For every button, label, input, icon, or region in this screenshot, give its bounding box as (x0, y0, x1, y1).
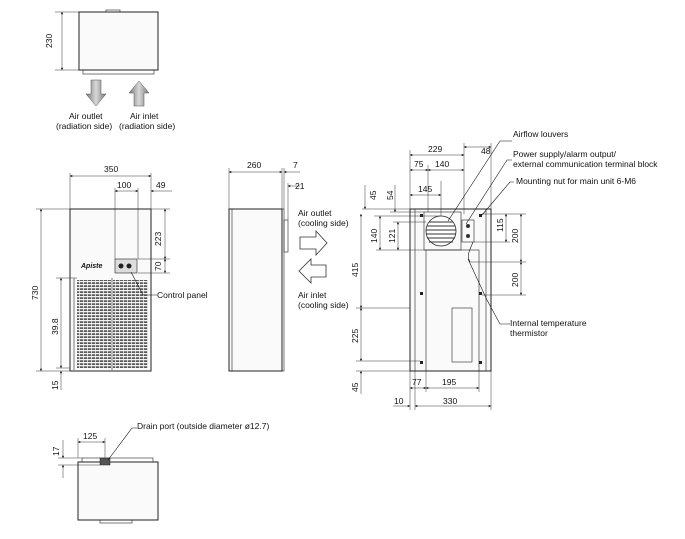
side-inlet-label: Air inlet (298, 290, 327, 300)
top-inlet-label: Air inlet (130, 111, 159, 121)
dim-54: 54 (385, 190, 395, 200)
cooling-inlet-arrow-icon (298, 258, 327, 284)
dim-330: 330 (443, 396, 457, 406)
air-inlet-arrow-icon (128, 80, 150, 107)
bottom-view: 125 17 Drain port (outside diameter ø12.… (51, 421, 269, 524)
dim-200-b: 200 (510, 273, 520, 287)
dim-140: 140 (435, 159, 449, 169)
dim-17: 17 (51, 446, 61, 456)
dim-39-8: 39.8 (50, 318, 60, 335)
dim-230: 230 (44, 34, 54, 48)
dim-229: 229 (428, 144, 442, 154)
dim-730: 730 (30, 286, 40, 300)
front-logo: Apiste (80, 263, 103, 270)
dim-415: 415 (350, 263, 360, 277)
rear-view: 229 48 75 140 145 45 54 140 121 415 225 (350, 129, 658, 410)
dim-195: 195 (442, 377, 456, 387)
mounting-nut-label: Mounting nut for main unit 6-M6 (516, 176, 636, 186)
side-view-body (228, 208, 283, 372)
dim-70: 70 (153, 261, 163, 271)
front-grill-right (113, 280, 148, 368)
dim-7: 7 (293, 160, 298, 170)
top-view-base (82, 69, 155, 75)
control-panel-box (114, 258, 138, 274)
dim-10: 10 (394, 396, 404, 406)
front-view: Apiste 350 100 49 223 70 730 39.8 (30, 164, 208, 390)
top-outlet-label: Air outlet (69, 111, 103, 121)
dim-200-a: 200 (510, 229, 520, 243)
dim-145: 145 (418, 184, 432, 194)
power-supply-label-line2: external communication terminal block (513, 159, 658, 169)
dim-140-v: 140 (369, 229, 379, 243)
dim-223: 223 (153, 232, 163, 246)
thermistor-label-line1: Internal temperature (510, 318, 587, 328)
front-grill-left (77, 280, 111, 368)
mounting-nut-icon (420, 214, 482, 364)
control-panel-fan-icon (118, 263, 124, 269)
terminal-block (461, 219, 475, 243)
dim-21: 21 (295, 181, 305, 191)
dim-225: 225 (350, 329, 360, 343)
bottom-view-body (77, 461, 159, 521)
dim-125: 125 (83, 431, 97, 441)
thermistor-label-line2: thermistor (510, 328, 548, 338)
side-outlet-sub: (cooling side) (298, 218, 349, 228)
bottom-view-base (81, 457, 154, 463)
top-view-body (78, 11, 159, 71)
dim-45-top: 45 (368, 190, 378, 200)
dim-350: 350 (104, 164, 118, 174)
dim-100: 100 (117, 180, 131, 190)
control-panel-label: Control panel (157, 290, 208, 300)
side-view: 260 7 21 Air outlet (cooling side) Air i… (228, 160, 349, 372)
air-outlet-arrow-icon (85, 79, 107, 107)
dim-15: 15 (50, 380, 60, 390)
dim-121: 121 (387, 229, 397, 243)
side-outlet-label: Air outlet (298, 208, 332, 218)
dim-49: 49 (156, 180, 166, 190)
airflow-louvers-label: Airflow louvers (513, 129, 568, 139)
dim-45-bottom: 45 (350, 382, 360, 392)
drain-port-label: Drain port (outside diameter ø12.7) (137, 421, 269, 431)
top-view: 230 Air outlet (radiation side) Air inle… (44, 9, 175, 131)
dim-115: 115 (495, 218, 505, 232)
top-outlet-sub: (radiation side) (56, 121, 112, 131)
dim-48: 48 (481, 146, 491, 156)
side-inlet-sub: (cooling side) (298, 300, 349, 310)
dim-77: 77 (412, 377, 422, 387)
dim-260: 260 (247, 160, 261, 170)
cooling-outlet-arrow-icon (299, 229, 328, 257)
top-inlet-sub: (radiation side) (119, 121, 175, 131)
power-supply-label-line1: Power supply/alarm output/ (513, 149, 617, 159)
dim-75: 75 (414, 159, 424, 169)
